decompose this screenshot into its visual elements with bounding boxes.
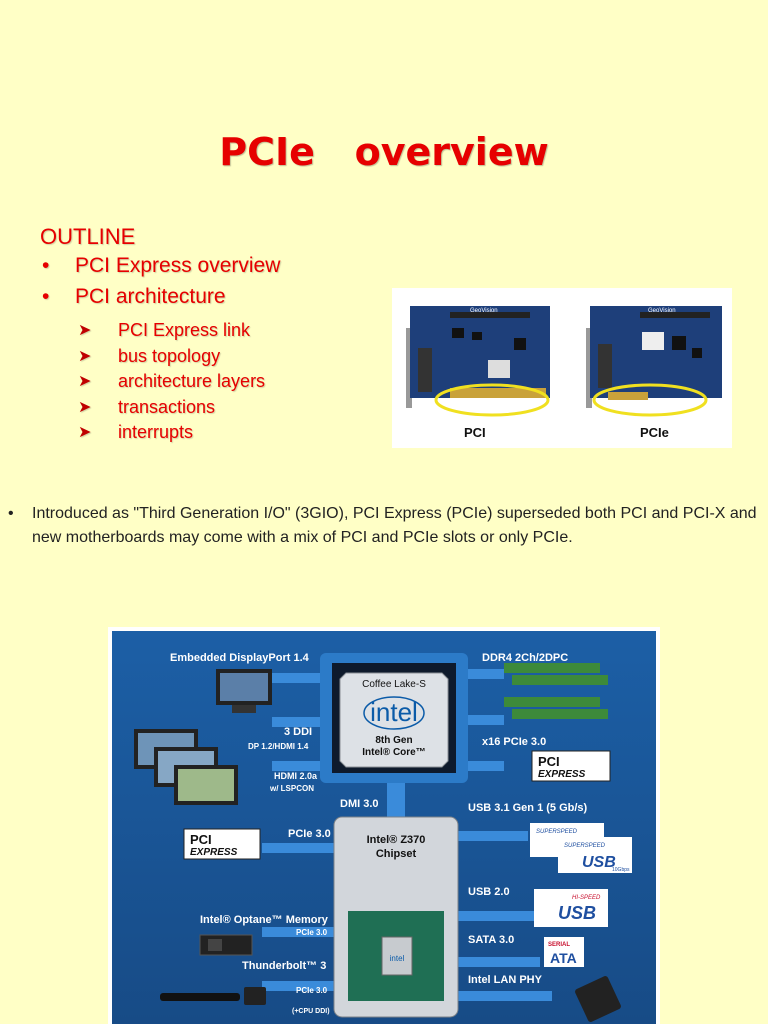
ddi-label: 3 DDI <box>284 726 312 738</box>
svg-text:ATA: ATA <box>550 950 577 966</box>
svg-text:EXPRESS: EXPRESS <box>538 769 586 780</box>
arrow-bullet-icon: ➤ <box>78 373 92 390</box>
outline-list: OUTLINE •PCI Express overview •PCI archi… <box>40 224 280 448</box>
intro-text: Introduced as "Third Generation I/O" (3G… <box>32 505 757 546</box>
chipset-line1: Intel® Z370 <box>367 834 426 846</box>
thunderbolt-sub2-label: (+CPU DDI) <box>292 1008 330 1015</box>
arrow-bullet-icon: ➤ <box>78 424 92 441</box>
svg-text:USB: USB <box>582 854 616 871</box>
bullet-icon: • <box>42 254 50 277</box>
usb31-label: USB 3.1 Gen 1 (5 Gb/s) <box>468 802 588 814</box>
arrow-bullet-icon: ➤ <box>78 347 92 365</box>
usb20-label: USB 2.0 <box>468 886 510 898</box>
optane-sub-label: PCIe 3.0 <box>296 928 328 937</box>
list-item: ➤transactions <box>78 397 280 423</box>
pcie-left-label: PCIe 3.0 <box>288 828 331 840</box>
ddr4-label: DDR4 2Ch/2DPC <box>482 652 568 664</box>
arrow-bullet-icon: ➤ <box>78 322 92 339</box>
pci-vs-pcie-photo: GeoVision PCI GeoVision PCIe <box>392 288 732 448</box>
pci-card-image: GeoVision PCI <box>406 306 550 440</box>
chipset-intel-logo: intel <box>390 954 405 963</box>
hdmi-label: HDMI 2.0a <box>274 771 318 781</box>
pci-express-logo-right: PCI EXPRESS <box>531 750 611 782</box>
cpu-brand: Intel® Core™ <box>362 747 426 758</box>
lan-label: Intel LAN PHY <box>468 974 543 986</box>
list-item: ➤bus topology <box>78 346 280 372</box>
monitor-icon <box>216 669 272 713</box>
pci-label: PCI <box>464 425 486 440</box>
usb-superspeed-logo: SUPERSPEED SUPERSPEED USB 10Gbps <box>530 823 632 873</box>
ram-modules-icon <box>504 663 608 719</box>
cpu-block: Coffee Lake-S intel 8th Gen Intel® Core™ <box>320 653 468 783</box>
list-item: ➤PCI Express link <box>78 320 280 346</box>
hdmi-sub-label: w/ LSPCON <box>269 784 314 793</box>
edp-label: Embedded DisplayPort 1.4 <box>170 652 310 664</box>
pci-brand-label: GeoVision <box>470 308 498 314</box>
svg-text:10Gbps: 10Gbps <box>612 867 630 873</box>
optane-label: Intel® Optane™ Memory <box>200 914 329 926</box>
svg-text:SERIAL: SERIAL <box>548 942 570 948</box>
pcie-brand-label: GeoVision <box>648 308 676 314</box>
ddi-sub-label: DP 1.2/HDMI 1.4 <box>248 742 309 751</box>
list-item: •PCI architecture <box>40 285 280 316</box>
svg-text:SUPERSPEED: SUPERSPEED <box>564 843 606 849</box>
three-monitors-icon <box>134 729 238 805</box>
z370-block-diagram: Coffee Lake-S intel 8th Gen Intel® Core™… <box>108 627 660 1024</box>
bullet-icon: • <box>8 505 14 522</box>
sata-label: SATA 3.0 <box>468 934 514 946</box>
cpu-gen: 8th Gen <box>375 735 412 746</box>
x16-label: x16 PCIe 3.0 <box>482 736 546 748</box>
pcie-card-image: GeoVision PCIe <box>586 306 722 440</box>
pcie-label: PCIe <box>640 425 669 440</box>
svg-text:SUPERSPEED: SUPERSPEED <box>536 829 578 835</box>
bullet-icon: • <box>42 285 50 308</box>
svg-text:PCI: PCI <box>190 832 212 847</box>
thunderbolt-label: Thunderbolt™ 3 <box>242 960 326 972</box>
list-item: •PCI Express overview <box>40 254 280 285</box>
chipset-block: Intel® Z370 Chipset intel <box>333 816 459 1018</box>
arrow-bullet-icon: ➤ <box>78 398 92 416</box>
list-item: ➤architecture layers <box>78 371 280 397</box>
pci-express-logo-left: PCI EXPRESS <box>183 828 261 860</box>
svg-text:EXPRESS: EXPRESS <box>190 847 238 858</box>
cpu-name: Coffee Lake-S <box>362 679 426 690</box>
outline-sublist: ➤PCI Express link ➤bus topology ➤archite… <box>78 320 280 448</box>
usb-hispeed-logo: HI-SPEED USB <box>534 889 608 927</box>
thunderbolt-sub-label: PCIe 3.0 <box>296 986 328 995</box>
chipset-line2: Chipset <box>376 848 417 860</box>
outline-heading: OUTLINE <box>40 224 136 249</box>
dmi-label: DMI 3.0 <box>340 798 379 810</box>
list-item: ➤interrupts <box>78 422 280 448</box>
intel-logo: intel <box>370 697 418 727</box>
lan-chip-icon <box>575 976 621 1022</box>
thunderbolt-cable-icon <box>160 987 266 1005</box>
intro-paragraph: • Introduced as "Third Generation I/O" (… <box>8 502 764 550</box>
page-title: PCIe overview <box>219 130 549 174</box>
svg-text:HI-SPEED: HI-SPEED <box>572 895 601 901</box>
svg-text:USB: USB <box>558 903 596 923</box>
optane-module-icon <box>199 934 253 956</box>
serial-ata-logo: SERIAL ATA <box>544 937 584 967</box>
svg-text:PCI: PCI <box>538 754 560 769</box>
